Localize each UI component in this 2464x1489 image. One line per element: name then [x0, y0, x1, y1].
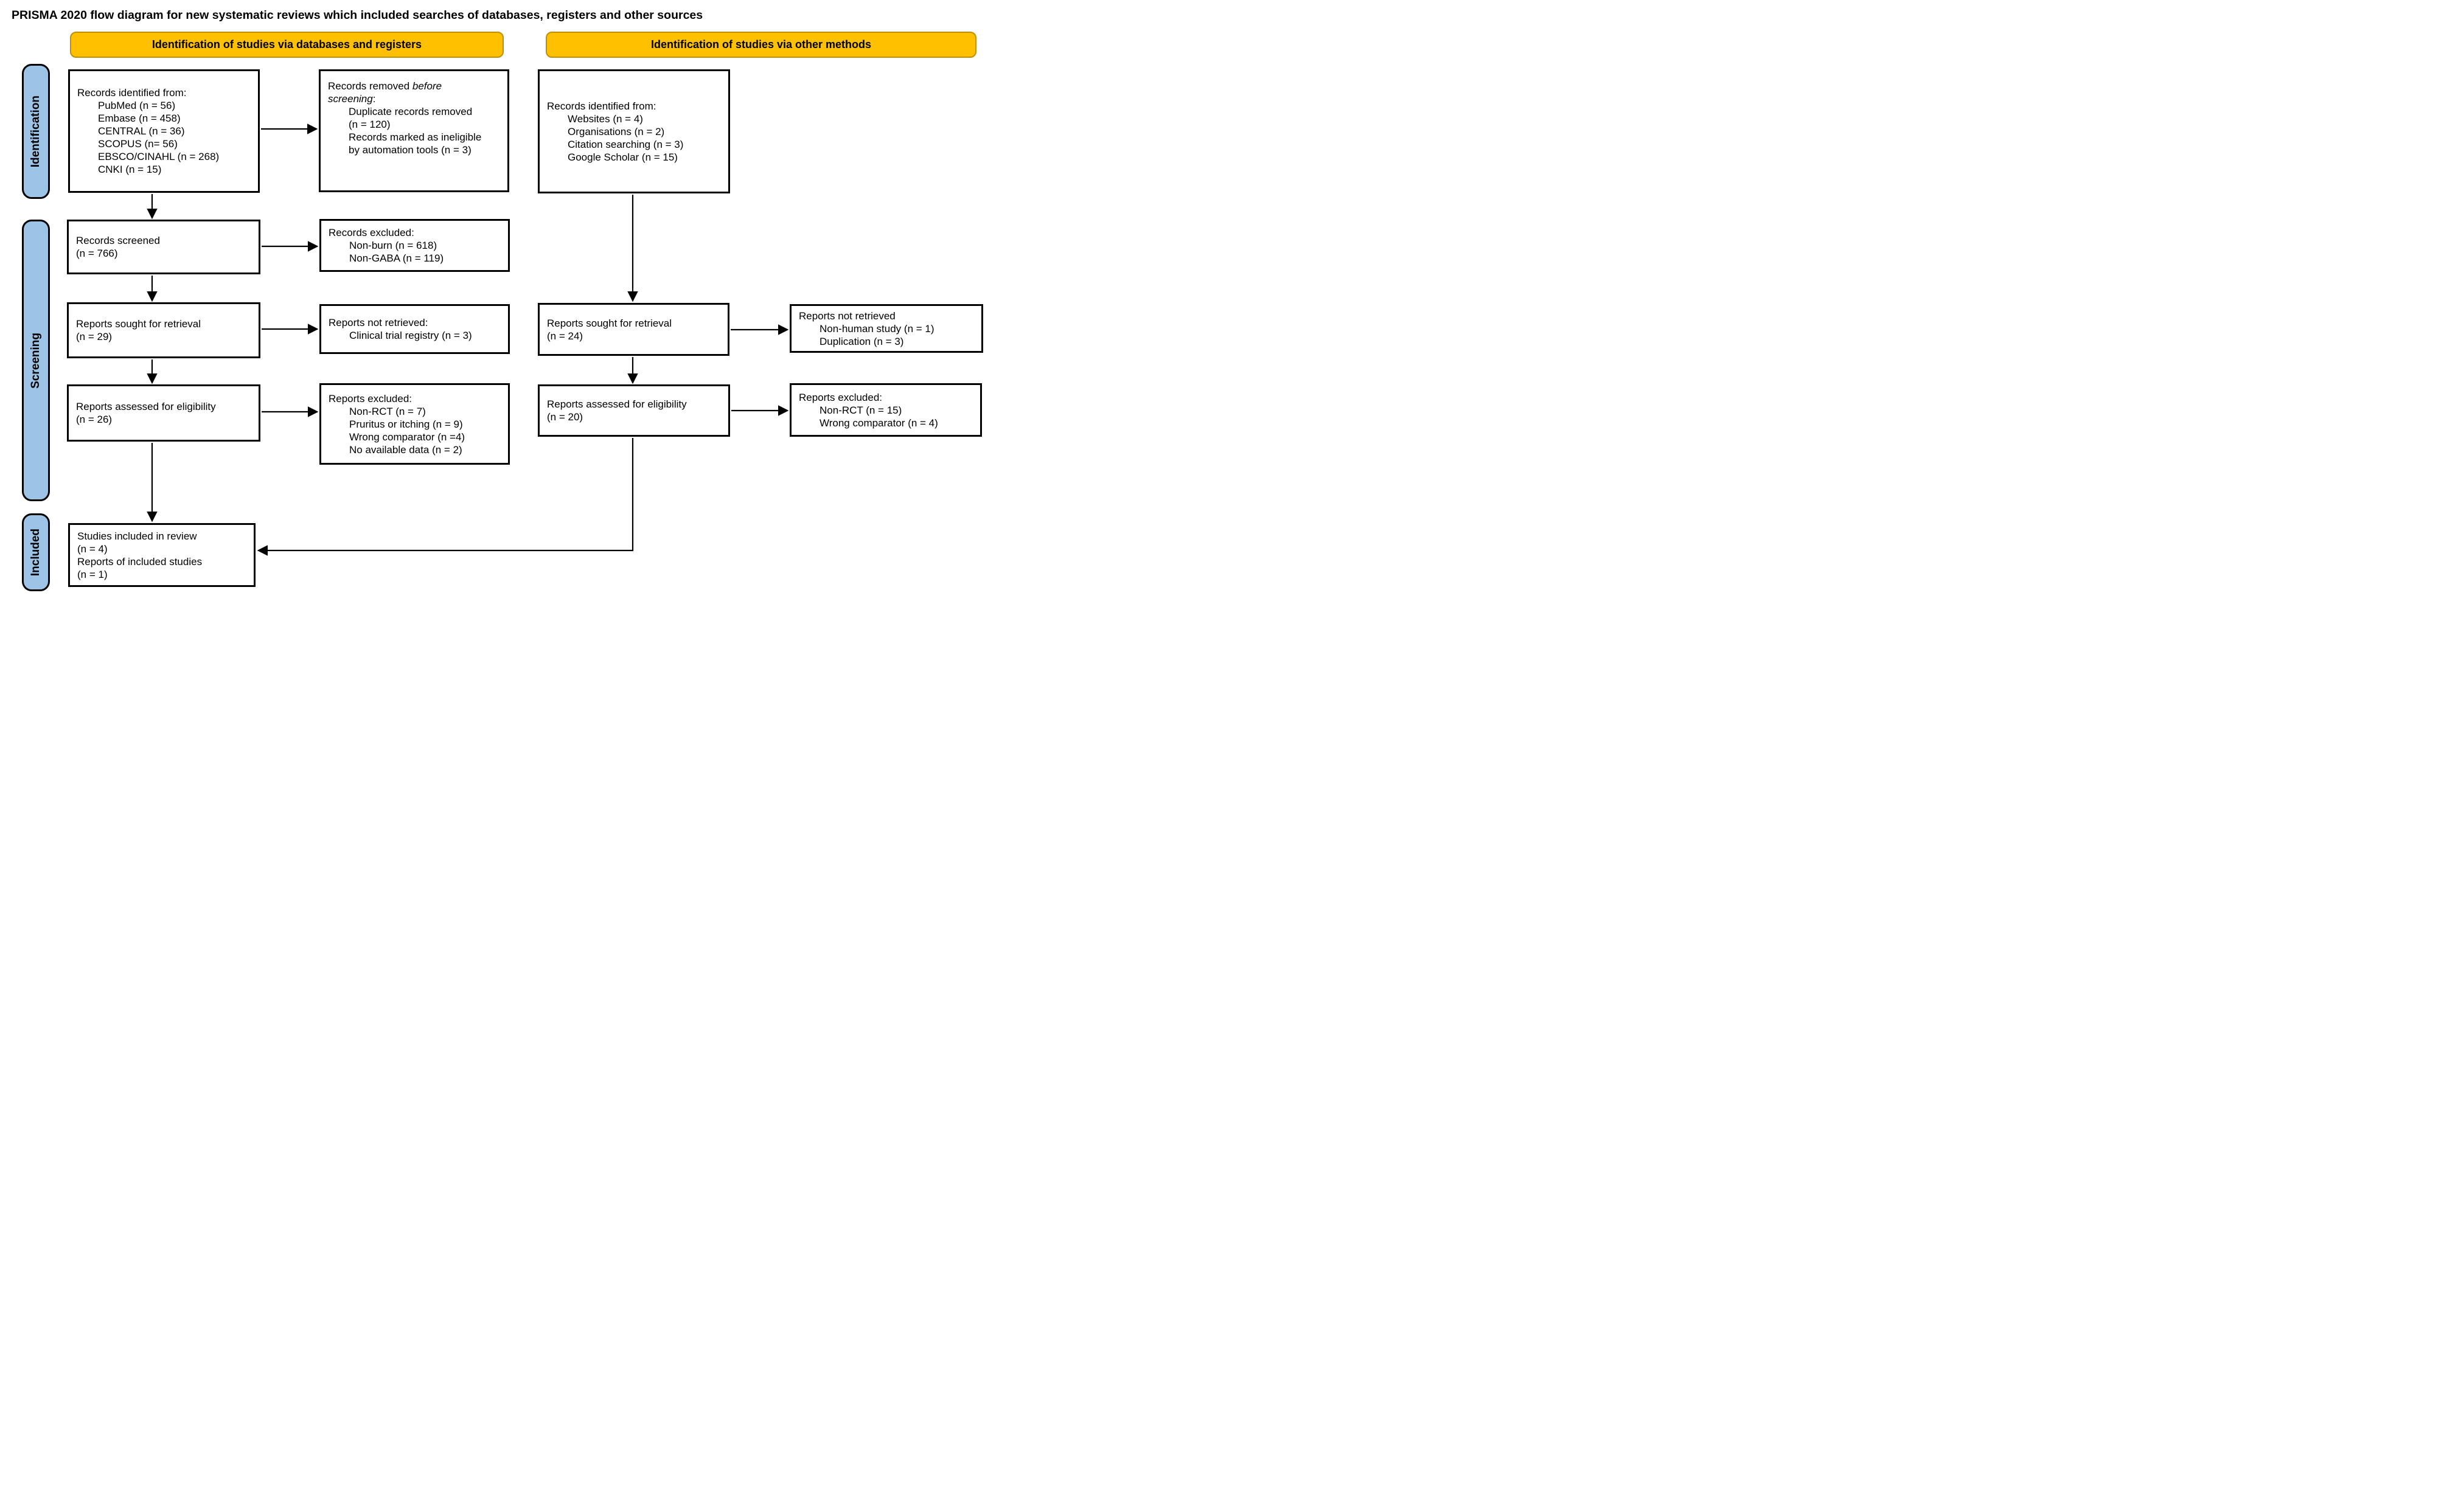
- reason-item: Duplication (n = 3): [820, 335, 904, 347]
- box-reports-not-retrieved-databases: Reports not retrieved: Clinical trial re…: [319, 304, 510, 354]
- reason-item: Clinical trial registry (n = 3): [349, 330, 472, 341]
- stage-label-screening: Screening: [22, 220, 50, 501]
- reason-item: Pruritus or itching (n = 9): [349, 418, 463, 430]
- source-item: Google Scholar (n = 15): [568, 151, 678, 163]
- box-heading: Records excluded:: [329, 227, 414, 238]
- box-records-excluded: Records excluded: Non-burn (n = 618) Non…: [319, 219, 510, 272]
- box-reports-sought-other: Reports sought for retrieval (n = 24): [538, 303, 729, 356]
- box-records-removed: Records removed before screening: Duplic…: [319, 69, 509, 192]
- reason-item: (n = 120): [349, 119, 391, 130]
- banner-other-methods: Identification of studies via other meth…: [546, 32, 976, 58]
- reason-item: Non-GABA (n = 119): [349, 252, 444, 264]
- box-reports-excluded-databases: Reports excluded: Non-RCT (n = 7) Prurit…: [319, 383, 510, 465]
- source-item: CENTRAL (n = 36): [98, 125, 185, 137]
- reason-item: Non-RCT (n = 15): [820, 404, 902, 416]
- box-heading: Reports excluded:: [329, 392, 412, 404]
- box-heading: Reports not retrieved: [799, 310, 896, 322]
- reason-item: Non-RCT (n = 7): [349, 405, 426, 417]
- reason-item: Wrong comparator (n =4): [349, 431, 465, 443]
- reason-item: Duplicate records removed: [349, 106, 473, 117]
- source-item: Embase (n = 458): [98, 113, 181, 124]
- page-title: PRISMA 2020 flow diagram for new systema…: [12, 9, 703, 22]
- box-heading: Reports excluded:: [799, 391, 883, 403]
- reason-item: Non-burn (n = 618): [349, 240, 437, 251]
- box-records-screened: Records screened (n = 766): [67, 220, 260, 274]
- reason-item: No available data (n = 2): [349, 443, 462, 456]
- box-records-identified-other: Records identified from: Websites (n = 4…: [538, 69, 730, 193]
- box-reports-assessed-other: Reports assessed for eligibility (n = 20…: [538, 384, 730, 437]
- box-records-identified-databases: Records identified from: PubMed (n = 56)…: [68, 69, 260, 193]
- box-reports-sought-databases: Reports sought for retrieval (n = 29): [67, 302, 260, 358]
- box-studies-included: Studies included in review (n = 4) Repor…: [68, 523, 256, 587]
- reason-item: Wrong comparator (n = 4): [820, 417, 938, 429]
- source-item: Websites (n = 4): [568, 113, 643, 125]
- box-heading-line: Records removed before: [328, 80, 442, 92]
- box-heading: Reports not retrieved:: [329, 317, 428, 328]
- reason-item: by automation tools (n = 3): [349, 144, 472, 156]
- source-item: SCOPUS (n= 56): [98, 138, 178, 150]
- banner-databases-registers: Identification of studies via databases …: [70, 32, 504, 58]
- source-item: Organisations (n = 2): [568, 125, 665, 137]
- box-heading: Records identified from:: [547, 100, 656, 112]
- box-heading-line: screening:: [328, 93, 376, 105]
- box-heading: Records identified from:: [77, 87, 187, 99]
- source-item: Citation searching (n = 3): [568, 138, 684, 150]
- source-item: CNKI (n = 15): [98, 164, 162, 175]
- source-item: EBSCO/CINAHL (n = 268): [98, 151, 220, 162]
- reason-item: Non-human study (n = 1): [820, 322, 934, 335]
- box-reports-assessed-databases: Reports assessed for eligibility (n = 26…: [67, 384, 260, 442]
- banner-other-methods-label: Identification of studies via other meth…: [650, 38, 872, 50]
- source-item: PubMed (n = 56): [98, 100, 176, 111]
- reason-item: Records marked as ineligible: [349, 131, 482, 143]
- stage-label-identification: Identification: [22, 64, 50, 199]
- box-reports-not-retrieved-other: Reports not retrieved Non-human study (n…: [790, 304, 983, 353]
- banner-databases-label: Identification of studies via databases …: [151, 38, 422, 50]
- prisma-flow-diagram: PRISMA 2020 flow diagram for new systema…: [0, 0, 986, 595]
- stage-label-included: Included: [22, 513, 50, 591]
- box-reports-excluded-other: Reports excluded: Non-RCT (n = 15) Wrong…: [790, 383, 982, 437]
